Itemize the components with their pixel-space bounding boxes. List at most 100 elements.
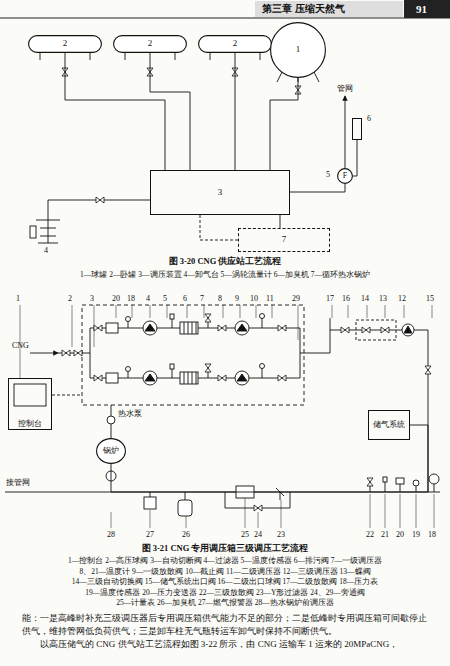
header-rule bbox=[0, 17, 450, 18]
callout-number: 22 bbox=[366, 530, 374, 539]
console-screen bbox=[14, 384, 46, 406]
temperature-sensor bbox=[413, 480, 419, 486]
shutoff-valve bbox=[74, 350, 82, 356]
body-text: 能：一是高峰时补充三级调压器后专用调压箱供气能力不足的部分；二是低峰时专用调压箱… bbox=[22, 612, 430, 637]
valve bbox=[147, 68, 153, 76]
pipe-connector bbox=[150, 53, 190, 170]
legend-line: 25—计量表 26—加臭机 27—燃气报警器 28—热水锅炉前调压器 bbox=[0, 599, 450, 608]
regulator-box-outline bbox=[82, 305, 304, 405]
pipe bbox=[300, 330, 428, 492]
callout-number: 5 bbox=[163, 294, 167, 303]
legend-line: 1—球罐 2—卧罐 3—调压装置 4—卸气台 5—涡轮流量计 6—加臭机 7—循… bbox=[0, 271, 450, 280]
pump-symbol bbox=[107, 416, 115, 424]
callout-number: 16 bbox=[342, 294, 350, 303]
callout-number: 2 bbox=[68, 294, 72, 303]
node-label: 7 bbox=[282, 235, 287, 245]
regulator-branch bbox=[90, 314, 300, 336]
callout-number: 1 bbox=[16, 294, 20, 303]
y-filter bbox=[276, 488, 284, 500]
callout-number: 17 bbox=[326, 294, 334, 303]
gas-storage-box: 储气系统 bbox=[368, 410, 410, 440]
thermometer-symbol bbox=[383, 477, 387, 482]
outlet-label: 接管网 bbox=[6, 478, 30, 487]
callout-number: 9 bbox=[235, 294, 239, 303]
node-label: 2 bbox=[63, 39, 68, 49]
figure-caption: 图 3-21 CNG 专用调压箱三级调压工艺流程 bbox=[0, 544, 450, 554]
unloading-hose bbox=[30, 226, 36, 238]
gauge-stem bbox=[434, 484, 435, 492]
odorizer-tank bbox=[178, 500, 192, 516]
callout-number: 27 bbox=[146, 530, 154, 539]
legend-line: 1—控制台 2—高压球阀 3—自动切断阀 4—过滤器 5—温度传感器 6—排污阀… bbox=[0, 557, 450, 566]
round-shell bbox=[271, 23, 326, 78]
boiler-box: 7 bbox=[238, 228, 330, 252]
valve bbox=[62, 68, 68, 76]
callout-number: 19 bbox=[412, 530, 420, 539]
inlet-label: CNG bbox=[12, 341, 29, 350]
regulator-box-drawing bbox=[5, 305, 440, 528]
tank-shell bbox=[114, 36, 187, 53]
callout-number: 24 bbox=[254, 530, 262, 539]
butterfly-valve bbox=[381, 327, 389, 333]
pipe-connector bbox=[270, 78, 298, 170]
regulator-branch bbox=[90, 364, 300, 386]
supply-station-drawing bbox=[30, 50, 345, 243]
pipe-connector bbox=[235, 53, 236, 170]
node-label: 储气系统 bbox=[373, 421, 405, 430]
regulator-unit-box: 3 bbox=[150, 170, 290, 215]
callout-number: 4 bbox=[44, 246, 48, 255]
valve bbox=[96, 197, 104, 203]
signal-line bbox=[52, 395, 82, 396]
node-label: 控制台 bbox=[18, 420, 42, 429]
callout-number: 5 bbox=[326, 171, 330, 180]
pipe bbox=[90, 328, 300, 378]
callout-number: 20 bbox=[112, 294, 120, 303]
pump-label: 热水泵 bbox=[118, 410, 142, 419]
node-label: 3 bbox=[218, 188, 223, 198]
horizontal-tank: 2 bbox=[113, 35, 187, 53]
vent-valve bbox=[367, 478, 373, 486]
callout-number: 11 bbox=[266, 294, 274, 303]
valve bbox=[232, 68, 238, 76]
ball-valve bbox=[341, 327, 349, 333]
sensor-stem bbox=[416, 486, 417, 492]
pipe bbox=[5, 492, 440, 493]
bypass-valve bbox=[254, 505, 262, 511]
gas-meter bbox=[236, 486, 254, 498]
callout-number: 6 bbox=[183, 294, 187, 303]
boiler: 锅炉 bbox=[96, 438, 126, 464]
body-text: 以高压储气的 CNG 供气站工艺流程如图 3-22 所示，由 CNG 运输车 1… bbox=[22, 638, 430, 651]
callout-number: 13 bbox=[379, 294, 387, 303]
node-label: 2 bbox=[233, 39, 238, 49]
regulator-symbol bbox=[402, 324, 414, 336]
pressure-transmitter bbox=[396, 478, 404, 484]
control-console: 控制台 bbox=[8, 378, 52, 430]
header-band bbox=[255, 1, 403, 17]
callout-number: 21 bbox=[381, 530, 389, 539]
legend-line: 19—温度传感器 20—压力变送器 22—三级放散阀 23—Y形过滤器 24、2… bbox=[0, 589, 450, 598]
tank-shell bbox=[29, 36, 102, 53]
valve bbox=[295, 86, 301, 94]
flow-meter: F5 bbox=[337, 168, 353, 184]
callout-number: 8 bbox=[218, 294, 222, 303]
thermometer-stem bbox=[385, 482, 386, 492]
legend-line: 8、21—温度计 9—一级放散阀 10—截止阀 11—二级调压器 12—三级调压… bbox=[0, 568, 450, 577]
spherical-tank: 1 bbox=[270, 22, 326, 78]
regulator-mark bbox=[404, 326, 412, 333]
inlet-arrow bbox=[30, 353, 58, 354]
figure-caption: 图 3-20 CNG 供应站工艺流程 bbox=[0, 257, 450, 267]
pipe-connector bbox=[290, 184, 345, 192]
pipe bbox=[185, 492, 186, 500]
tank-shell bbox=[199, 36, 272, 53]
round-shell bbox=[338, 169, 353, 184]
callout-number: 14 bbox=[361, 294, 369, 303]
callout-number: 12 bbox=[398, 294, 406, 303]
page-number-box bbox=[404, 0, 450, 18]
callout-number: 10 bbox=[250, 294, 258, 303]
pipe-connector bbox=[111, 425, 428, 492]
callout-number: 28 bbox=[107, 530, 115, 539]
callout-number: 6 bbox=[367, 115, 371, 124]
page-number: 91 bbox=[416, 3, 427, 16]
gas-alarm bbox=[144, 497, 156, 509]
